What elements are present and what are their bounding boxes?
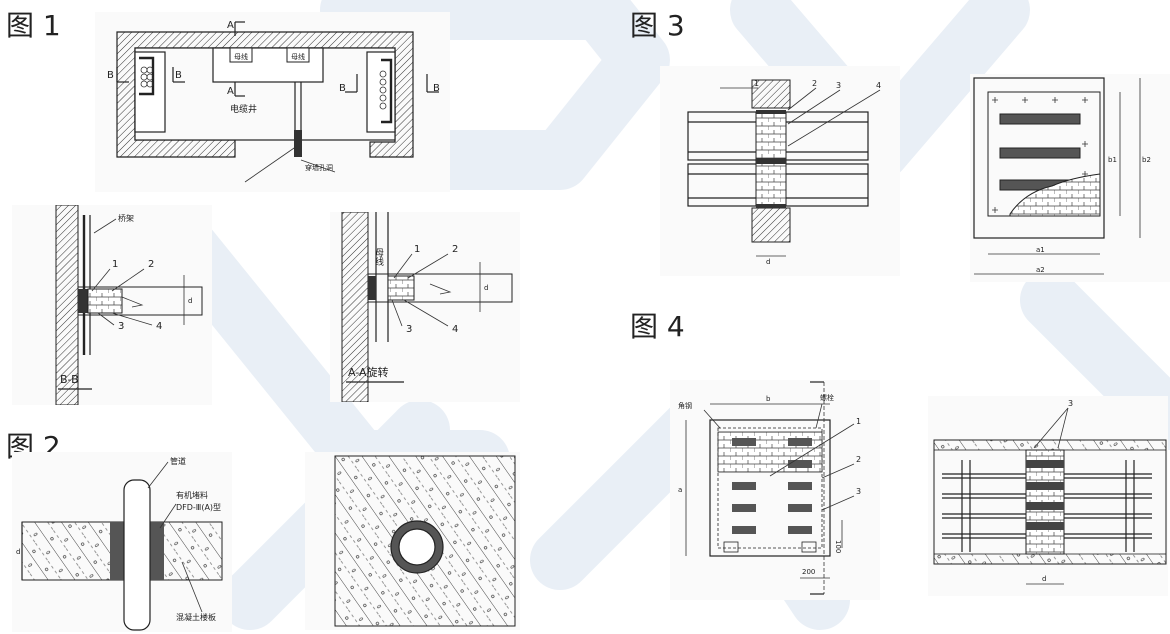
fig1-wall-hole-label: 穿墙孔洞	[305, 163, 333, 172]
figure-1-detail-aa: 母线 d 1 2 3 4 A-A旋转	[330, 212, 520, 402]
bb-n2: 2	[148, 259, 154, 270]
fig3-right-a1: a1	[1036, 246, 1045, 254]
aa-n3: 3	[406, 324, 412, 335]
fig2-slab-label: 混凝土楼板	[176, 612, 216, 622]
fig4-left-a: a	[678, 486, 682, 494]
figure-2-plan	[305, 452, 520, 630]
fig3-left-dim: d	[766, 258, 770, 266]
figure-4-elevation: b a 角钢 螺栓 1 2 3 100 200	[670, 380, 880, 600]
fig4-right-dim: d	[1042, 575, 1046, 583]
fig1-busbar-2: 母线	[291, 52, 305, 61]
aa-busbar-label: 母线	[373, 248, 384, 266]
figure-4-section: 3 d	[928, 396, 1168, 596]
bb-caption: B-B	[60, 373, 79, 386]
figure-4-title: 图 4	[630, 310, 685, 343]
bb-tray-label: 桥架	[118, 213, 134, 223]
fig4-left-bolt: 螺栓	[820, 393, 834, 402]
aa-dim: d	[484, 284, 488, 292]
fig2-model-label: DFD-Ⅲ(A)型	[176, 503, 221, 512]
fig4-left-n2: 2	[856, 455, 861, 464]
fig1-section-b-right-1: B	[339, 83, 346, 94]
fig2-pipe-label: 管道	[170, 456, 186, 466]
fig3-left-n2: 2	[812, 79, 817, 88]
bb-n3: 3	[118, 321, 124, 332]
fig1-shaft-label: 电缆井	[230, 103, 257, 115]
figure-3-section: 1 2 3 4 d	[660, 66, 900, 276]
fig3-right-a2: a2	[1036, 266, 1045, 274]
fig1-section-b-left-1: B	[107, 70, 114, 81]
fig3-left-n1: 1	[754, 79, 759, 88]
fig1-section-a-bottom: A	[227, 86, 234, 97]
figure-1-detail-bb: d 桥架 1 2 3 4 B-B	[12, 205, 212, 405]
bb-dim: d	[188, 297, 192, 305]
bb-n4: 4	[156, 321, 162, 332]
fig4-left-dim-100: 100	[834, 540, 842, 553]
figure-3-elevation: b1 b2 a1 a2	[970, 74, 1170, 282]
fig4-left-n3: 3	[856, 487, 861, 496]
figure-2-section: d 管道 有机堵料 DFD-Ⅲ(A)型 混凝土楼板	[12, 452, 232, 632]
aa-n2: 2	[452, 244, 458, 255]
fig2-dim: d	[16, 548, 20, 556]
fig4-left-angle-steel: 角钢	[678, 401, 692, 410]
fig1-section-b-right-2: B	[433, 83, 440, 94]
figure-3-title: 图 3	[630, 9, 685, 42]
fig3-right-b2: b2	[1142, 156, 1151, 164]
fig3-left-n3: 3	[836, 81, 841, 90]
bb-n1: 1	[112, 259, 118, 270]
fig2-filler-label: 有机堵料	[176, 490, 208, 500]
fig4-left-n1: 1	[856, 417, 861, 426]
fig4-left-b: b	[766, 395, 771, 403]
aa-n1: 1	[414, 244, 420, 255]
fig1-section-b-left-2: B	[175, 70, 182, 81]
aa-caption: A-A旋转	[348, 365, 389, 379]
fig4-left-dim-200: 200	[802, 568, 815, 576]
figure-1-title: 图 1	[6, 9, 61, 42]
aa-n4: 4	[452, 324, 458, 335]
fig1-section-a-top: A	[227, 20, 234, 31]
figure-1-plan: 母线 母线 A A B B B B 电缆井 穿墙孔洞	[95, 12, 450, 192]
fig3-left-n4: 4	[876, 81, 881, 90]
fig1-busbar-1: 母线	[234, 52, 248, 61]
fig3-right-b1: b1	[1108, 156, 1117, 164]
fig4-right-n3: 3	[1068, 399, 1073, 408]
